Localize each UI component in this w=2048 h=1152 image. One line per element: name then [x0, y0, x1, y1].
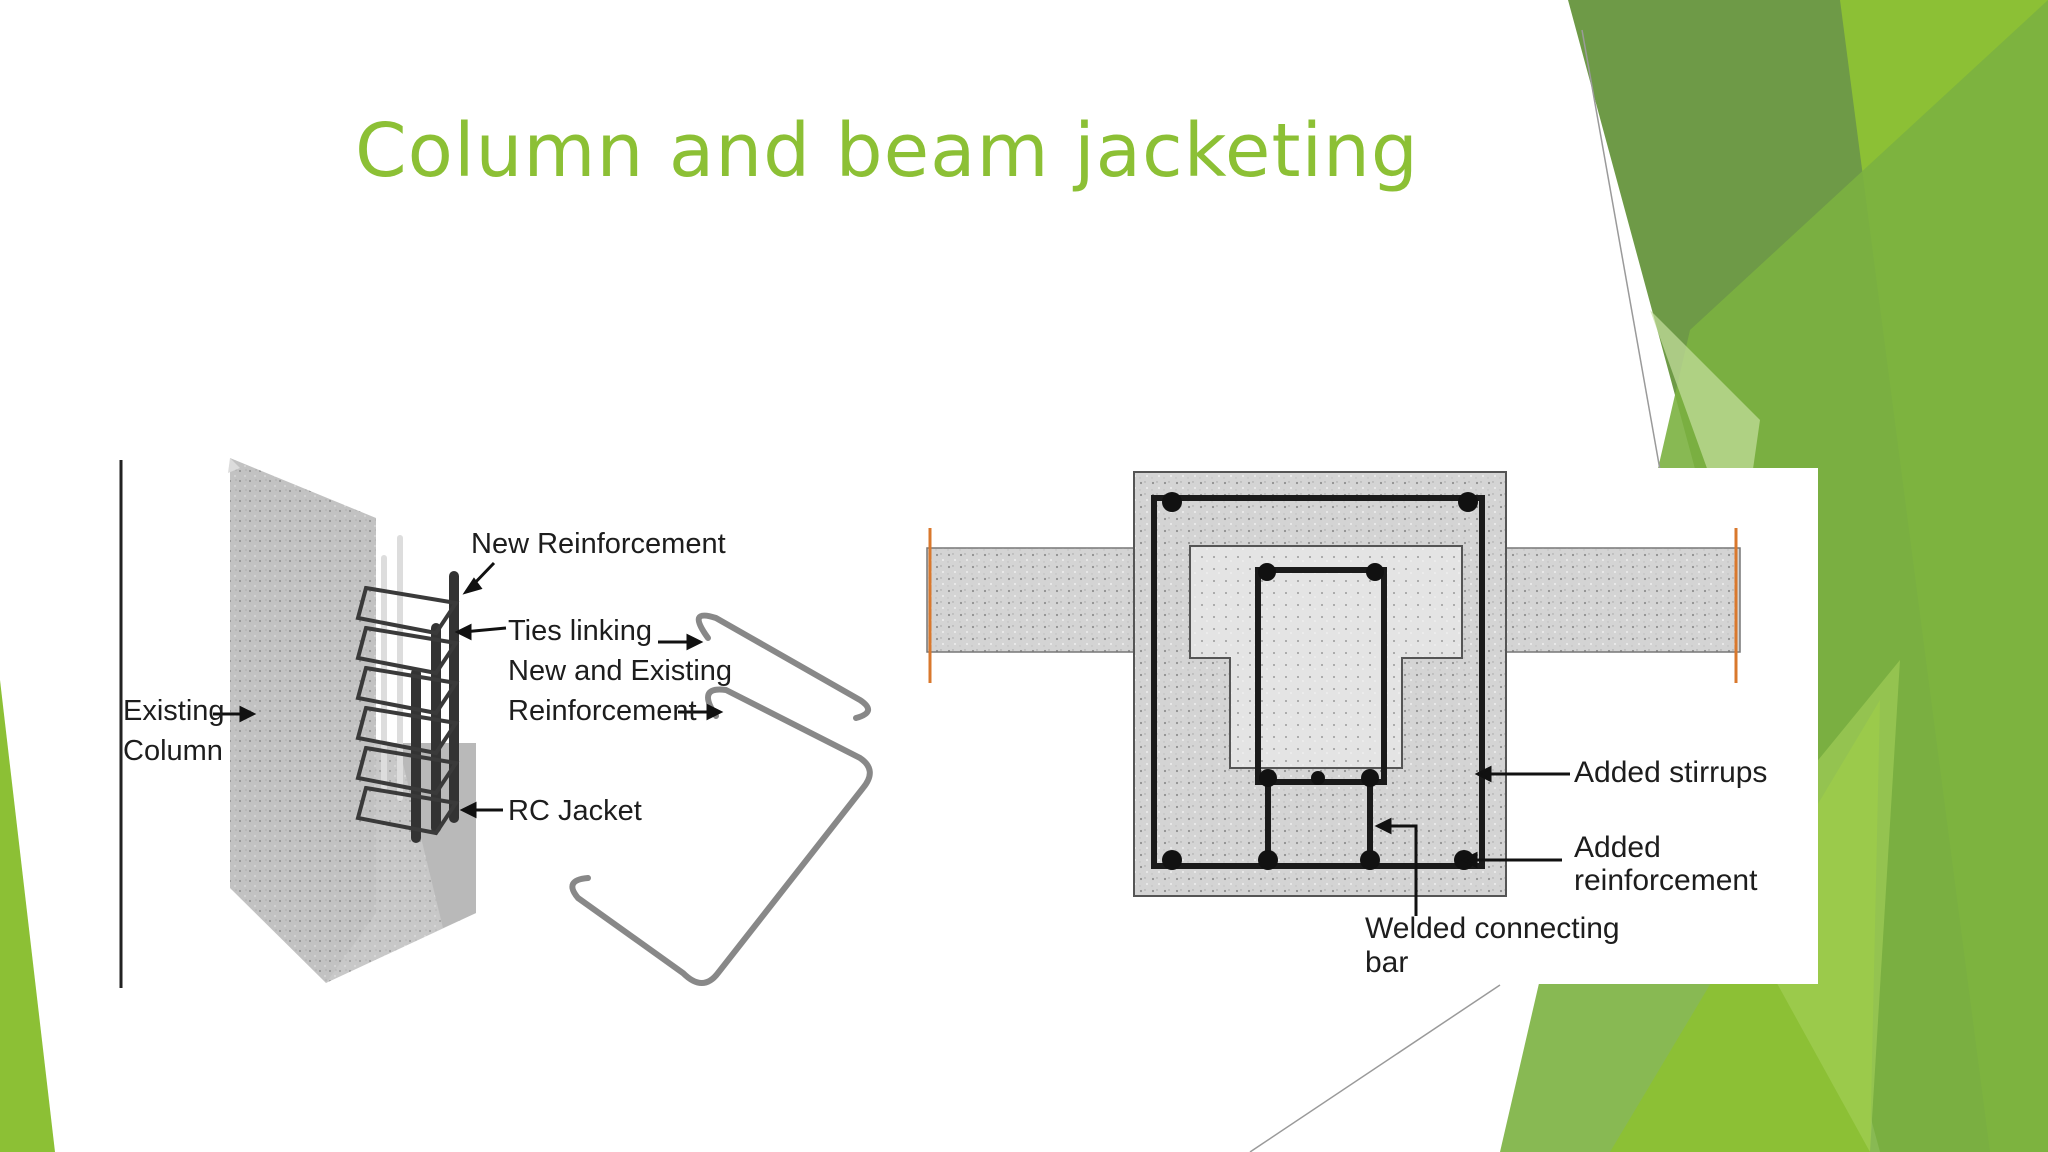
leader-lines — [1374, 765, 1570, 916]
label-ties-line3: Reinforcement — [508, 695, 697, 727]
slab-right — [1499, 547, 1741, 653]
label-existing-line2: Column — [123, 735, 223, 767]
hook-bars — [569, 612, 873, 986]
slide-title: Column and beam jacketing — [355, 108, 1419, 194]
label-existing-line1: Existing — [123, 695, 225, 727]
beam-jacketing-figure: Added stirrups Added reinforcement Welde… — [922, 468, 1818, 984]
label-rc-jacket: RC Jacket — [508, 795, 642, 827]
added-stirrup — [1151, 495, 1485, 869]
label-new-reinforcement: New Reinforcement — [471, 528, 726, 560]
slab-left — [926, 547, 1140, 653]
label-arrows — [213, 561, 724, 819]
label-added-reinforcement-line1: Added — [1574, 831, 1661, 864]
label-ties-line2: New and Existing — [508, 655, 732, 687]
label-added-reinforcement-line2: reinforcement — [1574, 864, 1758, 897]
welded-connecting-bars — [1265, 782, 1373, 860]
ties-stirrups — [355, 585, 460, 836]
label-welded-line2: bar — [1365, 946, 1408, 979]
label-welded-line1: Welded connecting — [1365, 912, 1620, 945]
column-jacketing-figure: New Reinforcement Ties linking New and E… — [118, 458, 878, 988]
label-added-stirrups: Added stirrups — [1574, 756, 1767, 789]
label-ties-line1: Ties linking — [508, 615, 652, 647]
